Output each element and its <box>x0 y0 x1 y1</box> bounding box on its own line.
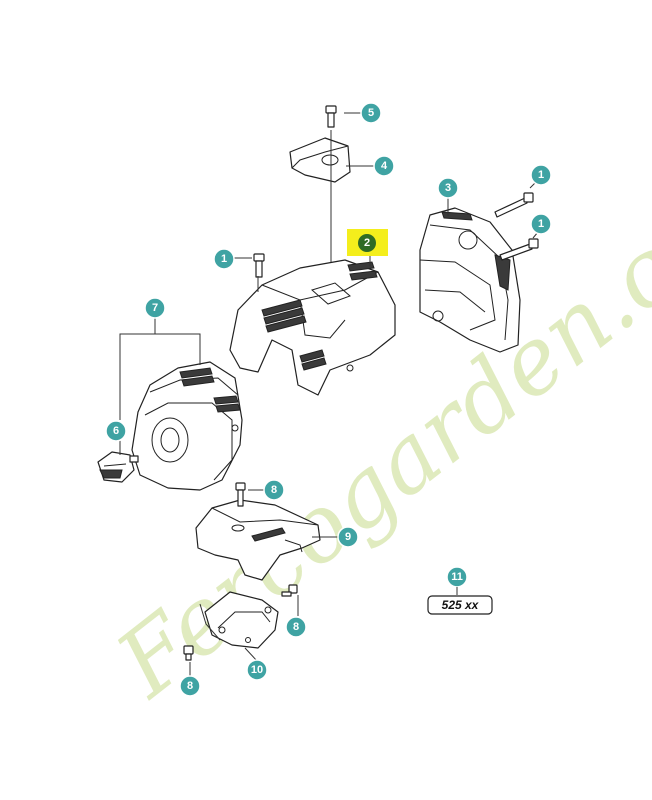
callout-6: 6 <box>105 420 127 442</box>
callout-11-number: 11 <box>451 571 463 583</box>
callout-11: 11 <box>446 566 468 588</box>
callout-8-number: 8 <box>271 484 277 496</box>
callout-4: 4 <box>373 155 395 177</box>
callout-6-number: 6 <box>113 425 119 437</box>
callout-1-number: 1 <box>538 218 544 230</box>
callout-8-number: 8 <box>293 621 299 633</box>
part-9-lower-cover <box>195 499 321 581</box>
part-8-screws <box>183 482 298 661</box>
model-label-text: 525 xx <box>442 598 480 612</box>
callout-4-number: 4 <box>381 160 388 172</box>
callout-7-number: 7 <box>152 302 158 314</box>
part-7-filter-cover <box>131 361 243 491</box>
callout-3: 3 <box>437 177 459 199</box>
callout-5-number: 5 <box>368 107 374 119</box>
callout-8-number: 8 <box>187 680 193 692</box>
callout-10: 10 <box>246 659 268 681</box>
part-1-screw-left <box>253 253 265 278</box>
callout-5: 5 <box>360 102 382 124</box>
callout-1: 1 <box>530 164 552 186</box>
part-4-cap <box>289 137 351 183</box>
callout-8: 8 <box>179 675 201 697</box>
part-2-cylinder-cover <box>229 259 396 396</box>
callout-7: 7 <box>144 297 166 319</box>
callout-9-number: 9 <box>345 531 351 543</box>
callout-10-number: 10 <box>251 664 263 676</box>
callout-1-number: 1 <box>221 253 227 265</box>
callout-2: 2 <box>358 234 376 252</box>
model-label: 525 xx <box>427 595 493 615</box>
part-3-rear-housing <box>419 207 521 353</box>
callout-1-number: 1 <box>538 169 544 181</box>
part-6-knob <box>97 451 139 483</box>
callout-1: 1 <box>213 248 235 270</box>
part-5-screw <box>325 105 337 128</box>
callout-1: 1 <box>530 213 552 235</box>
leader-lines <box>119 112 539 676</box>
callout-2-number: 2 <box>364 237 370 249</box>
callout-8: 8 <box>263 479 285 501</box>
callout-3-number: 3 <box>445 182 451 194</box>
callout-9: 9 <box>337 526 359 548</box>
callout-8: 8 <box>285 616 307 638</box>
part-1-screws-right <box>494 192 539 261</box>
